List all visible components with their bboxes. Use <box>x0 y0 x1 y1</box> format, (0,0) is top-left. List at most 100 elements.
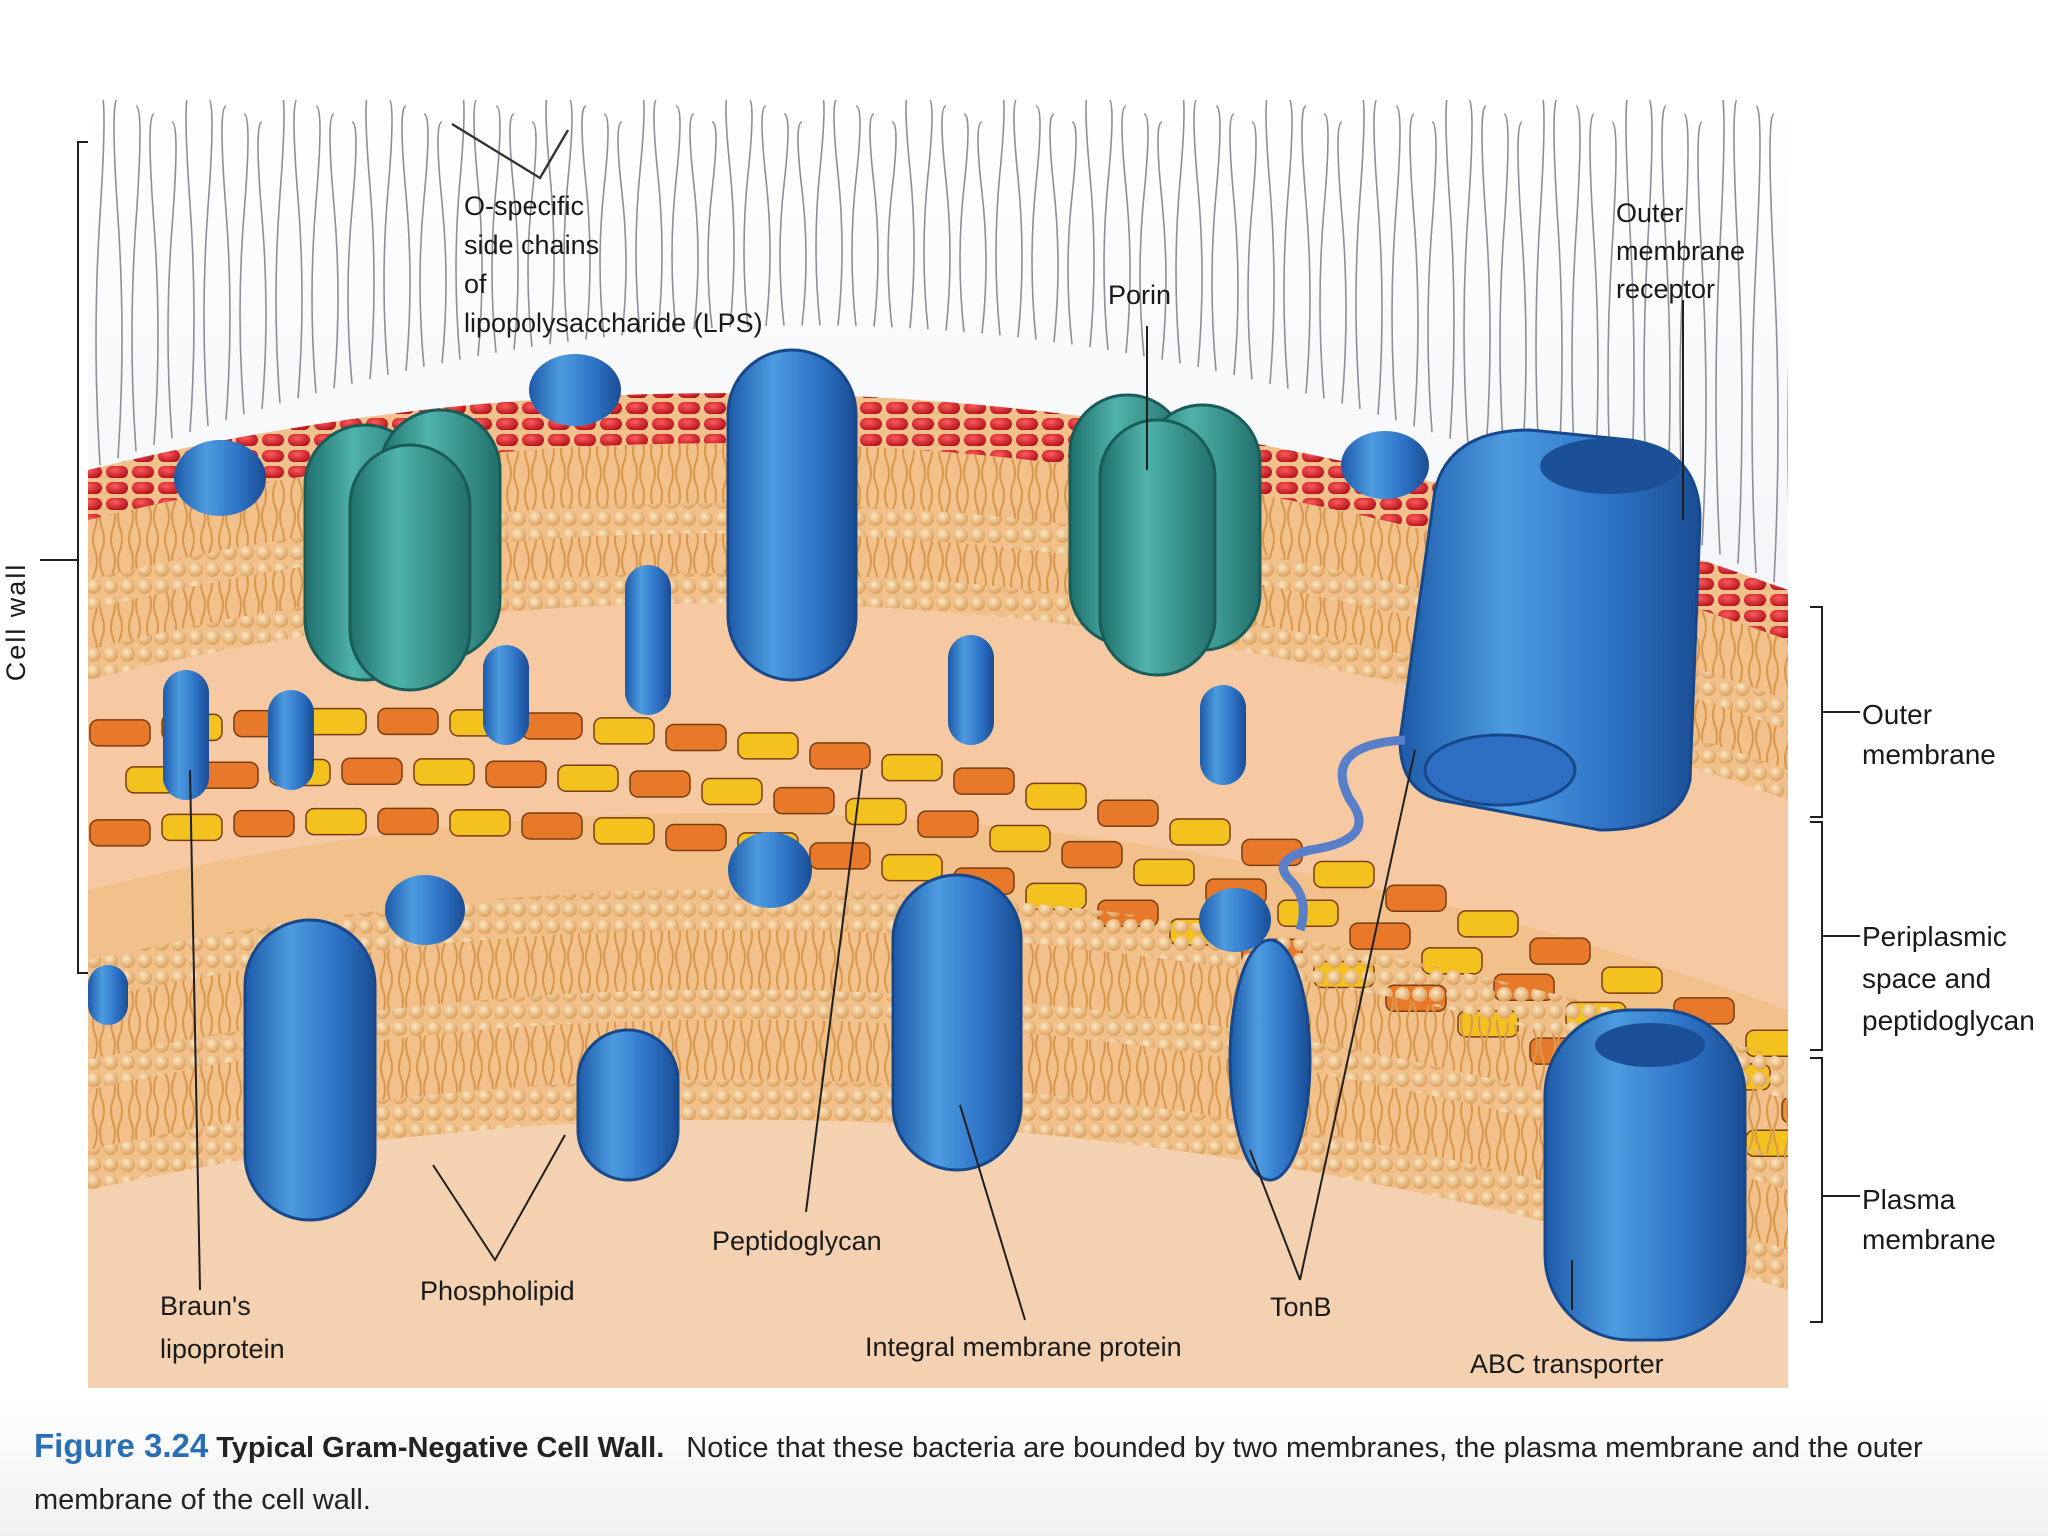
lps-strand <box>1553 100 1563 481</box>
peptidoglycan-block <box>1133 858 1195 887</box>
lps-strand <box>293 100 303 399</box>
lps-strand <box>581 105 591 340</box>
lps-strand <box>203 100 213 427</box>
lps-strand <box>329 113 339 389</box>
lps-strand <box>455 100 465 360</box>
lps-strand <box>977 121 987 334</box>
lps-strand <box>1301 105 1311 394</box>
lps-strand <box>365 100 375 380</box>
lps-strand <box>1211 105 1221 372</box>
peptidoglycan-block <box>881 753 943 782</box>
peptidoglycan-block <box>1169 818 1231 846</box>
outer-membrane-protein-dome <box>529 354 621 426</box>
lps-strand <box>527 121 537 348</box>
lps-strand <box>1391 105 1401 421</box>
lps-strand <box>1787 365 1788 506</box>
label-abc-transporter: ABC transporter <box>1470 1349 1664 1379</box>
peptidoglycan-block <box>953 767 1015 795</box>
peptidoglycan-block <box>593 817 655 845</box>
lps-strand <box>1337 121 1347 404</box>
peptidoglycan-block <box>809 842 871 870</box>
peptidoglycan-block <box>881 853 943 882</box>
peptidoglycan-block <box>1601 966 1663 994</box>
lps-strand <box>851 105 861 327</box>
lps-strand <box>1733 100 1743 564</box>
plasma-membrane-tails-lower <box>88 1019 1788 1250</box>
lps-strand <box>239 113 249 415</box>
lps-strand <box>1049 113 1059 342</box>
tonb-linker <box>1278 735 1406 932</box>
tonb-body <box>1228 938 1312 1182</box>
lps-strand <box>959 113 969 333</box>
lps-strand <box>1031 105 1041 340</box>
peptidoglycan-block <box>1457 910 1519 938</box>
lps-strand <box>347 121 357 384</box>
lps-strand <box>221 105 231 421</box>
peptidoglycan-block <box>665 823 727 852</box>
lps-strand <box>671 105 681 331</box>
peptidoglycan-block <box>557 764 619 792</box>
lps-strand <box>419 113 429 367</box>
peptidoglycan-block <box>521 812 583 840</box>
lps-strand <box>1679 113 1689 537</box>
peptidoglycan-block <box>89 819 151 847</box>
leader-lines <box>40 141 1860 1323</box>
peptidoglycan-block <box>665 723 727 752</box>
peptidoglycan-block <box>1313 860 1375 889</box>
plasma-membrane-protein-small <box>576 1028 680 1182</box>
lps-strand <box>599 113 609 338</box>
lps-strand <box>1535 100 1545 473</box>
lps-strand <box>995 100 1005 336</box>
lps-strand <box>725 100 735 328</box>
peptidoglycan-block <box>845 797 907 826</box>
lps-strand <box>1499 113 1509 459</box>
label-brauns-lipoprotein: Braun's lipoprotein <box>160 1291 285 1364</box>
brauns-lipoprotein-rod <box>1200 685 1246 785</box>
lps-strand <box>941 105 951 331</box>
cytoplasm <box>88 1119 1788 1388</box>
lps-strand <box>1373 100 1383 415</box>
lps-strand <box>1517 121 1527 466</box>
lps-strand <box>1067 121 1077 345</box>
lps-strand <box>1715 100 1725 555</box>
lps-strand <box>797 121 807 326</box>
peptidoglycan-block <box>593 717 655 745</box>
peptidoglycan-block <box>629 770 691 798</box>
lps-strand <box>473 100 483 357</box>
lps-strand <box>185 100 195 433</box>
lps-strand <box>869 113 879 327</box>
caption-band <box>0 1398 2048 1536</box>
outer-membrane-tails <box>88 443 1788 700</box>
lps-strand <box>1571 105 1581 488</box>
lps-strand <box>1409 113 1419 427</box>
lps-strand <box>1265 100 1275 385</box>
porin-trimer-left <box>303 408 502 692</box>
peptidoglycan-block <box>377 707 439 736</box>
label-peptidoglycan: Peptidoglycan <box>712 1226 882 1256</box>
brauns-lipoprotein-rod <box>483 645 529 745</box>
peptidoglycan-block <box>377 807 439 836</box>
lps-strand <box>1139 113 1149 357</box>
peptidoglycan-block <box>1097 799 1159 828</box>
peptidoglycan-block <box>305 807 367 836</box>
lps-strand <box>1193 100 1203 368</box>
lps-strand <box>887 121 897 328</box>
peptidoglycan-block <box>233 809 295 838</box>
figure-number: Figure 3.24 <box>34 1427 209 1464</box>
label-line: Plasma <box>1862 1184 1956 1215</box>
plasma-membrane-tails <box>88 929 1788 1160</box>
peptidoglycan-block <box>1385 884 1447 913</box>
lps-strand <box>1355 100 1365 410</box>
lps-strand <box>1121 105 1131 354</box>
lps-strand <box>563 100 573 342</box>
lps-strand <box>131 105 141 452</box>
outer-dome-left-edge <box>88 965 128 1025</box>
lps-strand <box>1229 113 1239 376</box>
label-porin: Porin <box>1108 280 1171 310</box>
lps-strand <box>1625 100 1635 512</box>
label-integral-membrane-protein: Integral membrane protein <box>865 1332 1182 1362</box>
label-outer-membrane: Outer membrane <box>1862 699 1996 770</box>
brauns-lipoprotein-rod <box>268 690 314 790</box>
peptidoglycan-block <box>413 758 475 786</box>
